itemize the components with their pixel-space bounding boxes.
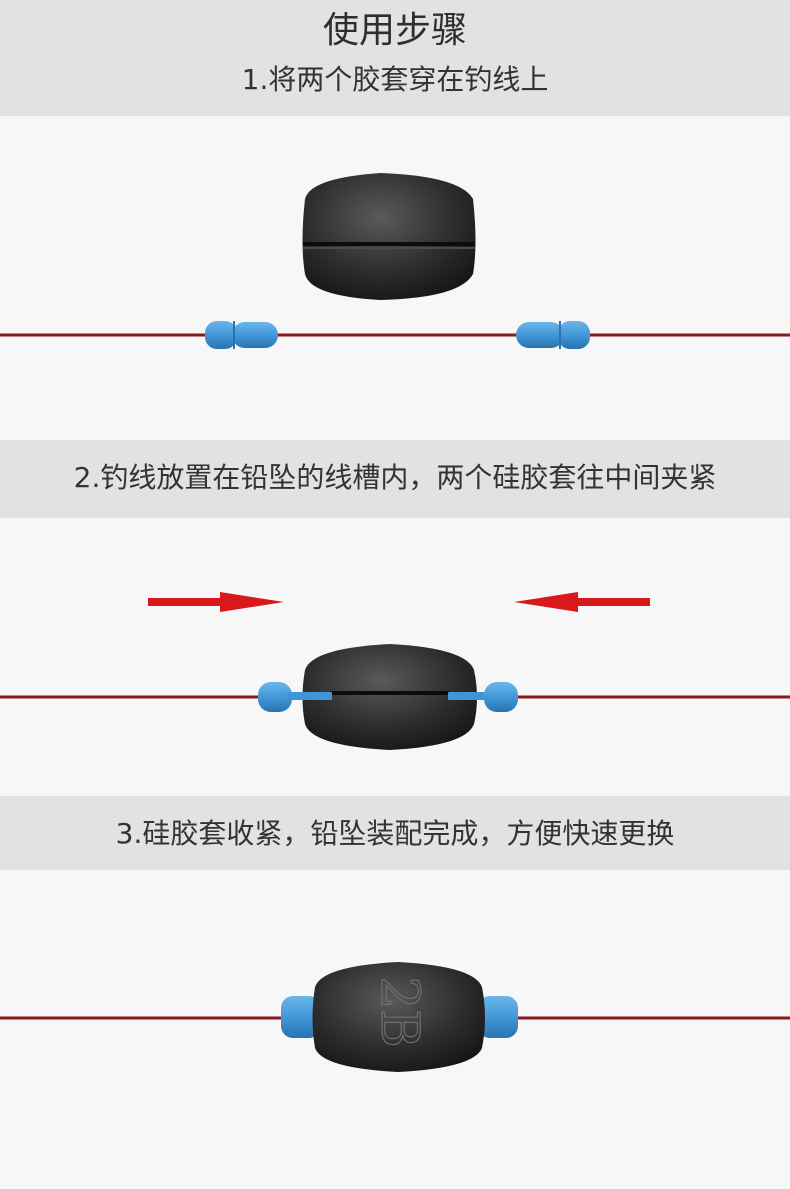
- step-3-band: 3.硅胶套收紧，铅坠装配完成，方便快速更换: [0, 796, 790, 870]
- silicone-sleeve-right: [478, 996, 518, 1038]
- step-1-label: 1.将两个胶套穿在钓线上: [241, 63, 549, 96]
- step-3-figure: 2B: [0, 962, 790, 1072]
- silicone-sleeve-left: [258, 682, 332, 712]
- step-1-illustration: [0, 116, 790, 440]
- sinker: [302, 173, 476, 300]
- page-title: 使用步骤: [322, 10, 467, 51]
- header-band: 使用步骤 1.将两个胶套穿在钓线上: [0, 0, 790, 116]
- silicone-sleeve-right: [516, 321, 590, 349]
- step-2-label: 2.钓线放置在铅坠的线槽内，两个硅胶套往中间夹紧: [73, 461, 717, 494]
- step-3-illustration: 2B: [0, 870, 790, 1189]
- arrow-left-icon: [514, 592, 650, 612]
- silicone-sleeve-left: [205, 321, 278, 349]
- sinker: 2B: [312, 962, 485, 1072]
- silicone-sleeve-right: [448, 682, 518, 712]
- step-2-band: 2.钓线放置在铅坠的线槽内，两个硅胶套往中间夹紧: [0, 440, 790, 518]
- sinker-marking: 2B: [369, 976, 429, 1047]
- step-3-label: 3.硅胶套收紧，铅坠装配完成，方便快速更换: [115, 817, 675, 850]
- step-2-illustration: [0, 518, 790, 796]
- step-1-figure: [0, 173, 790, 349]
- sinker: [302, 644, 477, 750]
- step-2-figure: [0, 592, 790, 750]
- arrow-right-icon: [148, 592, 284, 612]
- silicone-sleeve-left: [281, 996, 321, 1038]
